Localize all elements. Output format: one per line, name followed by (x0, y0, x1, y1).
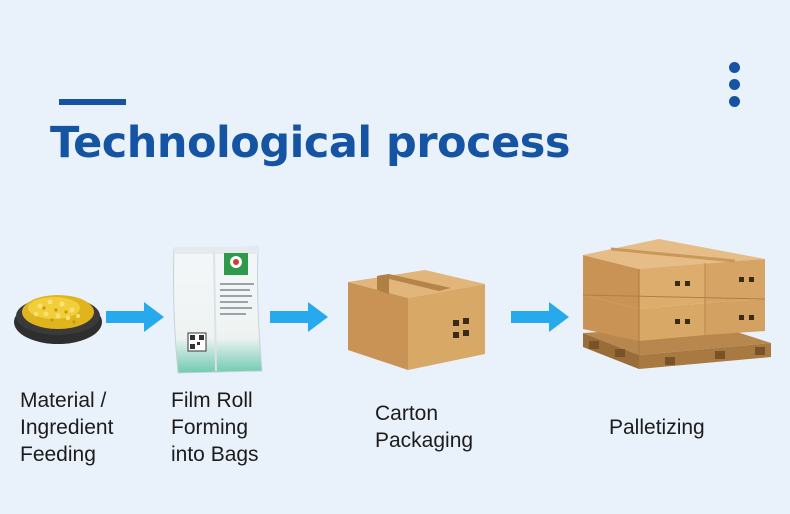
flow-arrow-icon (106, 302, 164, 332)
pallet-of-boxes-icon (582, 239, 771, 369)
step-label-bag-forming: Film Roll Forming into Bags (171, 389, 259, 466)
flow-arrow-icon (511, 302, 569, 332)
step-label-palletizing: Palletizing (609, 416, 705, 439)
cardboard-box-icon (348, 270, 485, 370)
page-title: Technological process (50, 118, 570, 168)
more-options-icon[interactable] (729, 62, 743, 113)
bowl-of-granules-icon (14, 295, 102, 344)
step-label-material-feeding: Material / Ingredient Feeding (20, 389, 114, 466)
dot (729, 62, 740, 73)
title-accent-bar (59, 99, 126, 105)
step-label-carton-packaging: Carton Packaging (375, 402, 474, 452)
flow-arrow-icon (270, 302, 328, 332)
dot (729, 79, 740, 90)
packaging-bag-icon (173, 246, 263, 374)
dot (729, 96, 740, 107)
